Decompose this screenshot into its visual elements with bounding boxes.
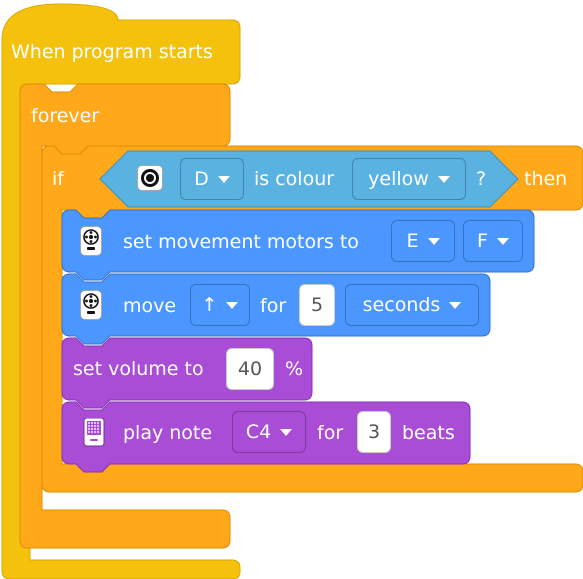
question-mark: ? <box>476 168 487 190</box>
if-label[interactable]: if <box>52 168 64 190</box>
motor-pair-icon <box>80 226 102 256</box>
move-for-label: for <box>260 295 287 317</box>
move-amount-input[interactable]: 5 <box>299 284 335 326</box>
volume-unit: % <box>285 358 304 380</box>
light-matrix-icon <box>82 417 106 448</box>
chevron-down-icon <box>226 301 239 309</box>
is-colour-label: is colour <box>254 168 335 190</box>
move-label: move <box>123 295 177 317</box>
chevron-down-icon <box>449 301 462 309</box>
color-sensor-icon <box>137 165 163 191</box>
chevron-down-icon <box>280 428 293 436</box>
chevron-down-icon <box>437 175 450 183</box>
forever-label[interactable]: forever <box>31 105 100 127</box>
then-label[interactable]: then <box>524 168 568 190</box>
sensor-port-value: D <box>194 168 209 190</box>
volume-input[interactable]: 40 <box>226 348 274 390</box>
chevron-down-icon <box>427 237 440 245</box>
set-movement-motors-label: set movement motors to <box>123 231 359 253</box>
note-dropdown[interactable]: C4 <box>232 411 306 453</box>
chevron-down-icon <box>217 175 230 183</box>
play-note-label: play note <box>123 422 213 444</box>
chevron-down-icon <box>496 237 509 245</box>
direction-dropdown[interactable]: ↑ <box>190 284 250 326</box>
move-unit-dropdown[interactable]: seconds <box>345 284 479 326</box>
set-volume-label: set volume to <box>73 358 204 380</box>
beats-input[interactable]: 3 <box>357 411 391 453</box>
note-value: C4 <box>245 421 272 443</box>
colour-value: yellow <box>368 168 429 190</box>
motor-pair-icon <box>80 290 102 320</box>
motor-port-1-value: E <box>406 230 419 252</box>
event-label[interactable]: When program starts <box>11 41 213 63</box>
motor-port-2-dropdown[interactable]: F <box>463 220 523 262</box>
direction-value: ↑ <box>201 294 218 316</box>
move-unit-value: seconds <box>362 294 441 316</box>
motor-port-1-dropdown[interactable]: E <box>391 220 455 262</box>
motor-port-2-value: F <box>477 230 488 252</box>
beats-label: beats <box>402 422 455 444</box>
play-note-for-label: for <box>317 422 344 444</box>
sensor-port-dropdown[interactable]: D <box>180 158 244 200</box>
colour-dropdown[interactable]: yellow <box>352 158 466 200</box>
